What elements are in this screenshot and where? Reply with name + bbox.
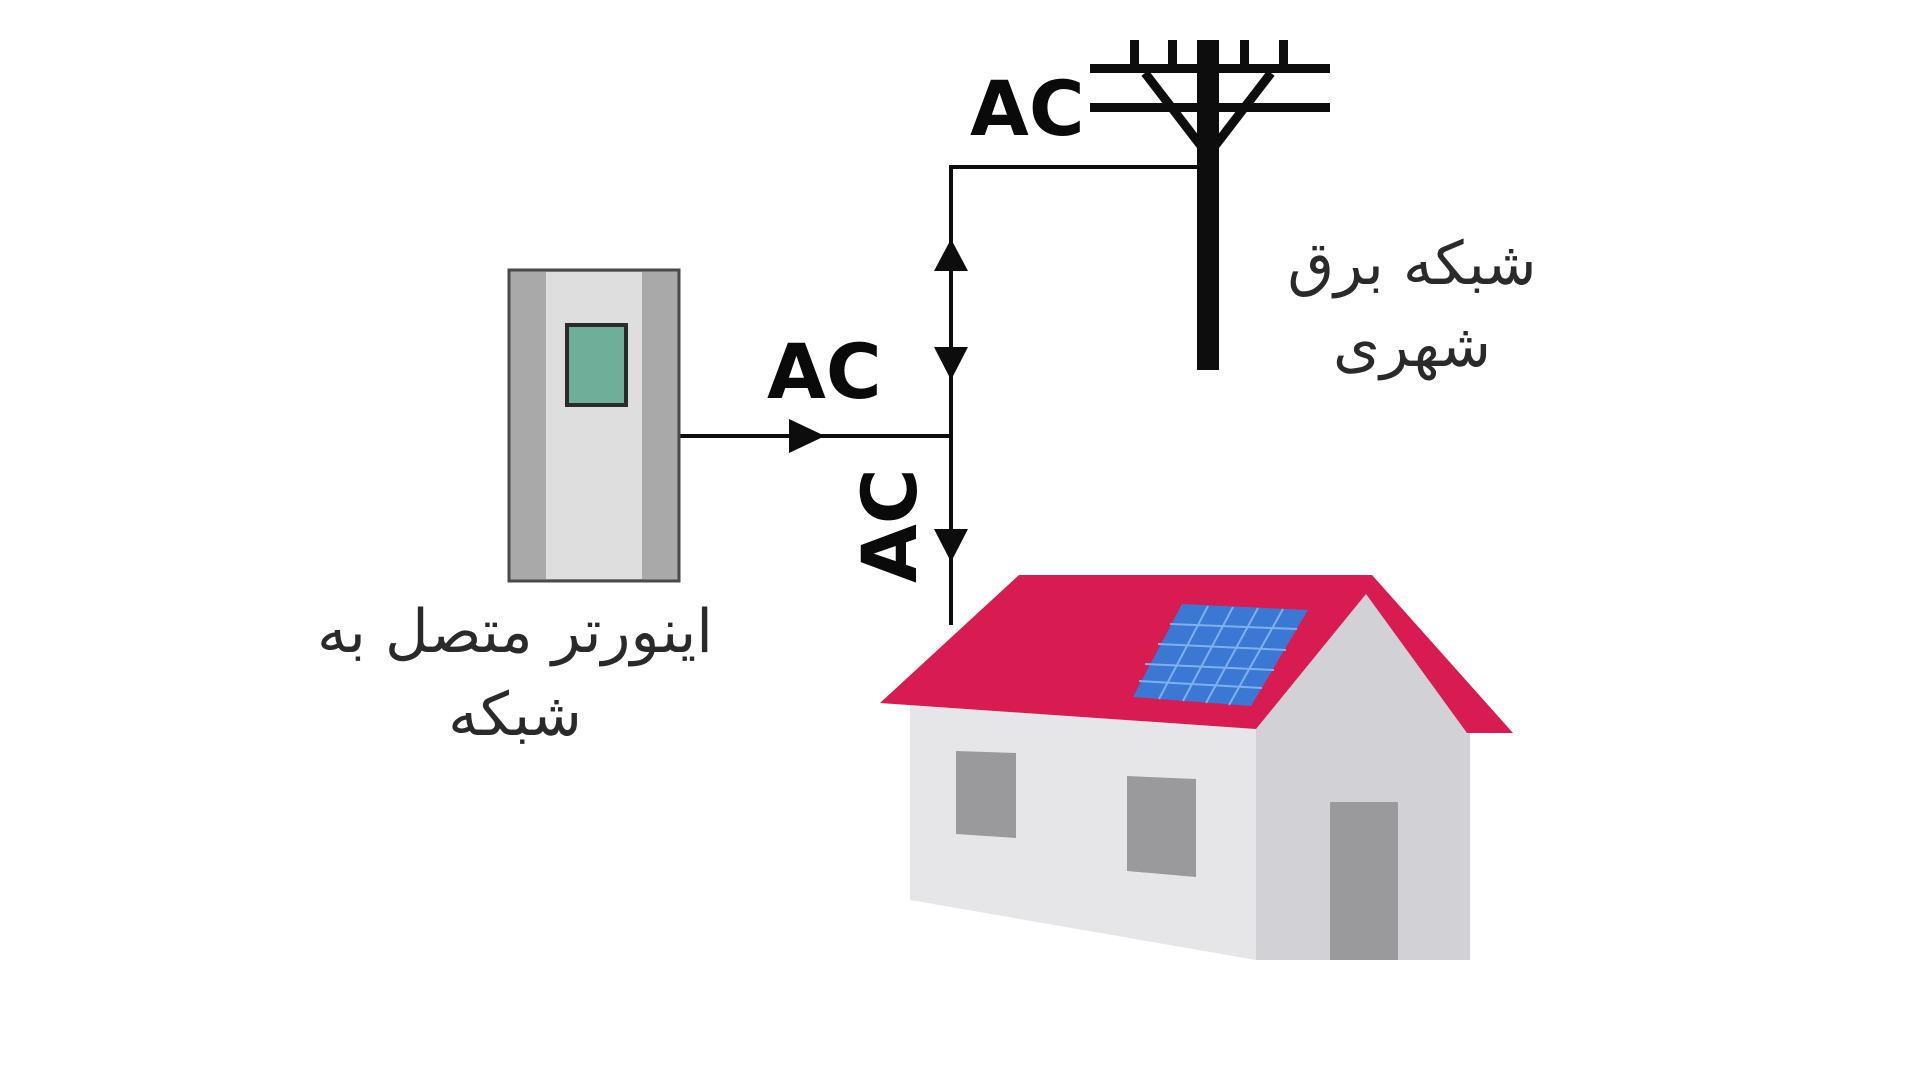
inverter-caption-line2: شبکه xyxy=(448,680,582,750)
arrow-up-to-grid xyxy=(934,239,968,271)
arrow-down-to-house xyxy=(934,529,968,562)
wiring xyxy=(677,165,1199,625)
arrow-inverter-output xyxy=(789,419,825,453)
grid-caption-line1: شبکه برق xyxy=(1287,229,1536,299)
ac-label-house: AC xyxy=(845,468,934,583)
ac-label-inverter: AC xyxy=(767,327,882,416)
inverter-caption-line1: اینورتر متصل به xyxy=(317,597,713,667)
inverter-icon xyxy=(507,268,681,583)
grid-caption-line2: شهری xyxy=(1333,311,1491,381)
ac-label-grid: AC xyxy=(970,64,1085,153)
utility-pole-icon xyxy=(1090,40,1330,370)
solar-panel-icon xyxy=(1133,604,1308,706)
arrow-down-from-grid xyxy=(934,347,968,380)
